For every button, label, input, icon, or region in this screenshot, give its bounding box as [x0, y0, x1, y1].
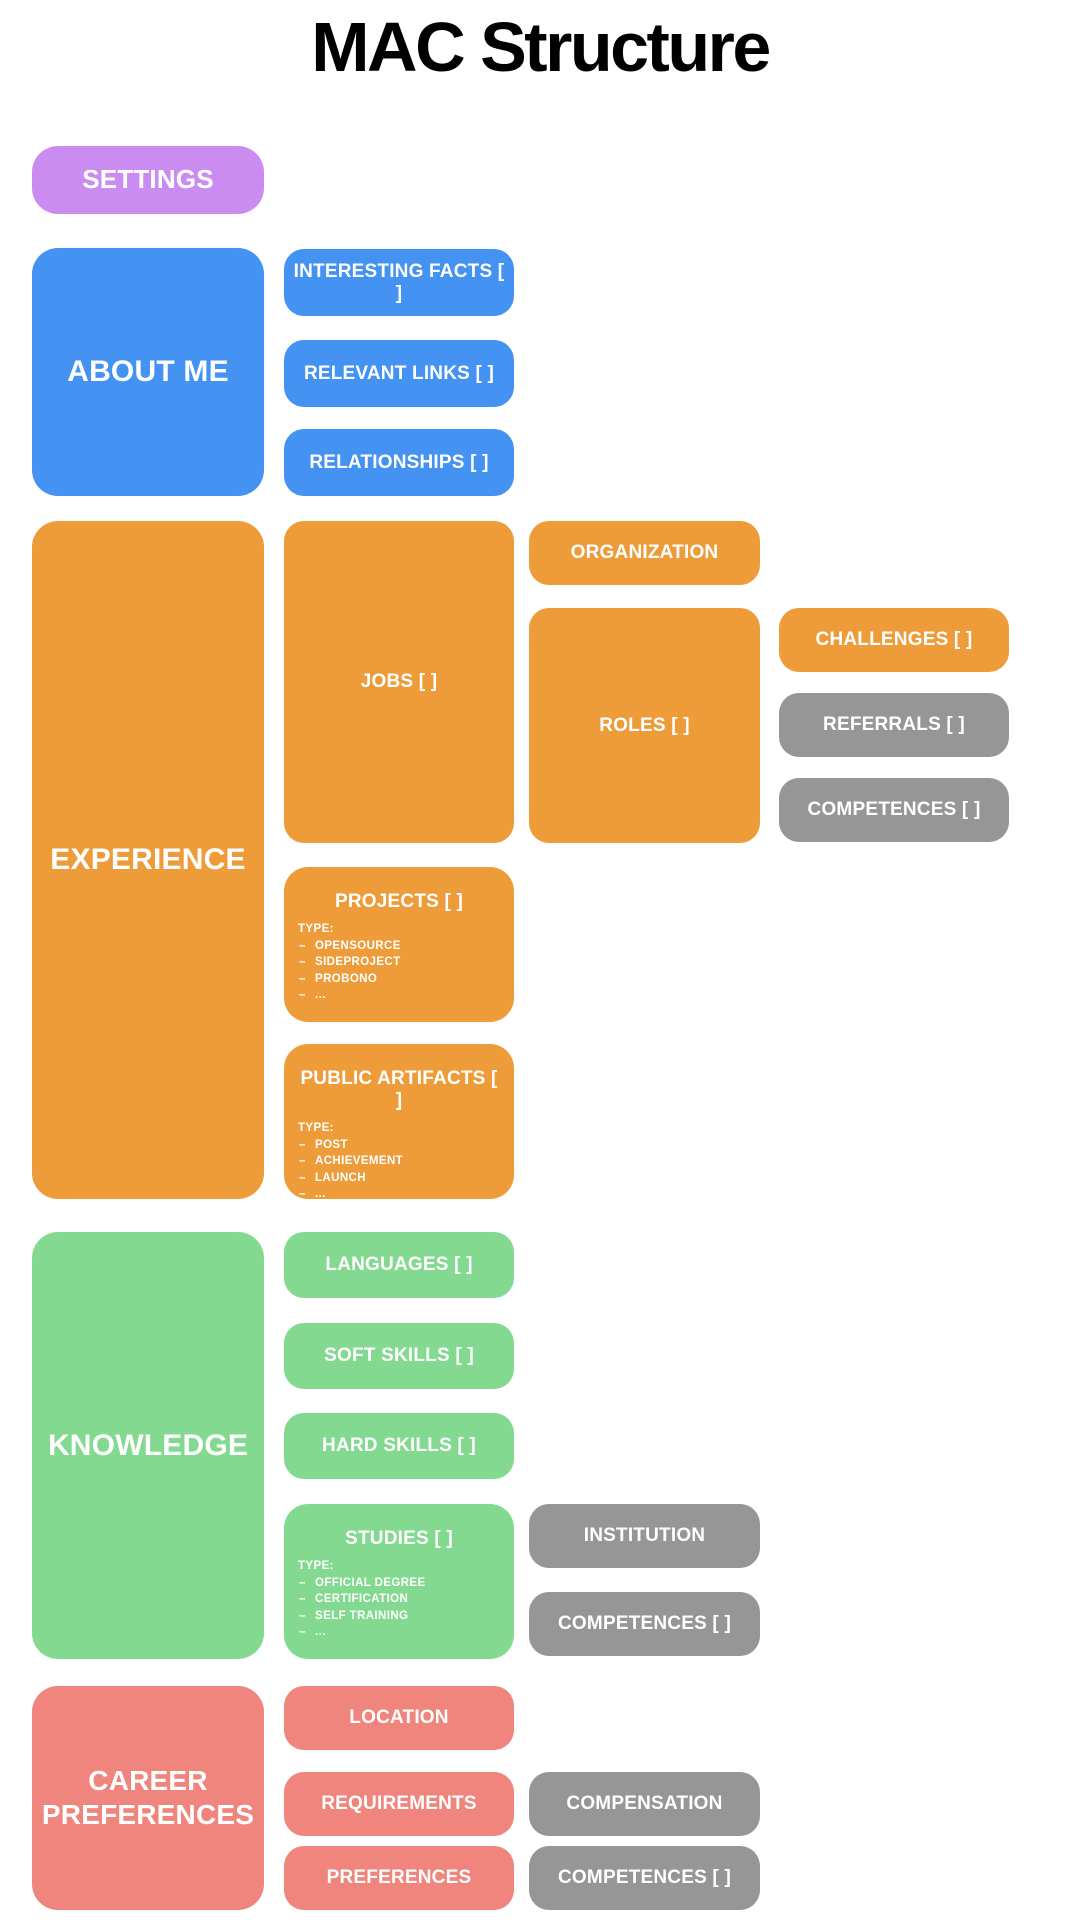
- preferences-block: PREFERENCES: [284, 1846, 514, 1910]
- studies-label: STUDIES [ ]: [345, 1528, 453, 1549]
- interesting-facts-block: INTERESTING FACTS [ ]: [284, 249, 514, 316]
- jobs-block: JOBS [ ]: [284, 521, 514, 843]
- projects-block: PROJECTS [ ] TYPE: OPENSOURCE SIDEPROJEC…: [284, 867, 514, 1022]
- public-artifacts-block: PUBLIC ARTIFACTS [ ] TYPE: POST ACHIEVEM…: [284, 1044, 514, 1203]
- competences-requirements-block: COMPETENCES [ ]: [529, 1846, 760, 1910]
- hard-skills-label: HARD SKILLS [ ]: [322, 1435, 476, 1456]
- languages-label: LANGUAGES [ ]: [325, 1254, 473, 1275]
- competences-roles-block: COMPETENCES [ ]: [779, 778, 1009, 842]
- relationships-label: RELATIONSHIPS [ ]: [309, 451, 489, 473]
- studies-type-heading: TYPE:: [298, 1560, 334, 1572]
- jobs-label: JOBS [ ]: [360, 671, 438, 692]
- institution-label: INSTITUTION: [583, 1525, 706, 1546]
- studies-type-item: SELF TRAINING: [298, 1608, 500, 1625]
- settings-block: SETTINGS: [32, 146, 264, 214]
- languages-block: LANGUAGES [ ]: [284, 1232, 514, 1298]
- organization-block: ORGANIZATION: [529, 521, 760, 585]
- soft-skills-label: SOFT SKILLS [ ]: [324, 1345, 474, 1366]
- knowledge-label: KNOWLEDGE: [47, 1428, 249, 1462]
- projects-type-item: SIDEPROJECT: [298, 954, 500, 971]
- competences-roles-label: COMPETENCES [ ]: [807, 799, 981, 820]
- roles-block: ROLES [ ]: [529, 608, 760, 843]
- projects-type-heading: TYPE:: [298, 923, 334, 935]
- institution-block: INSTITUTION: [529, 1504, 760, 1568]
- requirements-label: REQUIREMENTS: [321, 1793, 477, 1814]
- referrals-block: REFERRALS [ ]: [779, 693, 1009, 757]
- public-artifacts-label: PUBLIC ARTIFACTS [ ]: [300, 1068, 498, 1111]
- studies-type-list: TYPE: OFFICIAL DEGREE CERTIFICATION SELF…: [298, 1560, 500, 1641]
- relevant-links-block: RELEVANT LINKS [ ]: [284, 340, 514, 407]
- projects-type-list: TYPE: OPENSOURCE SIDEPROJECT PROBONO ...: [298, 923, 500, 1004]
- preferences-label: PREFERENCES: [326, 1867, 472, 1888]
- page-title: MAC Structure: [311, 8, 771, 86]
- location-block: LOCATION: [284, 1686, 514, 1750]
- public-artifacts-type-item: ...: [298, 1186, 500, 1203]
- studies-type-item: OFFICIAL DEGREE: [298, 1575, 500, 1592]
- projects-type-item: OPENSOURCE: [298, 938, 500, 955]
- referrals-label: REFERRALS [ ]: [823, 714, 965, 735]
- public-artifacts-type-heading: TYPE:: [298, 1122, 334, 1134]
- projects-type-item: PROBONO: [298, 971, 500, 988]
- projects-type-item: ...: [298, 987, 500, 1004]
- challenges-label: CHALLENGES [ ]: [815, 629, 973, 650]
- public-artifacts-type-item: ACHIEVEMENT: [298, 1153, 500, 1170]
- challenges-block: CHALLENGES [ ]: [779, 608, 1009, 672]
- competences-studies-label: COMPETENCES [ ]: [558, 1613, 731, 1634]
- experience-block: EXPERIENCE: [32, 521, 264, 1199]
- relevant-links-label: RELEVANT LINKS [ ]: [303, 362, 495, 384]
- settings-label: SETTINGS: [82, 164, 214, 195]
- about-me-label: ABOUT ME: [67, 355, 229, 388]
- requirements-block: REQUIREMENTS: [284, 1772, 514, 1836]
- hard-skills-block: HARD SKILLS [ ]: [284, 1413, 514, 1479]
- experience-label: EXPERIENCE: [50, 843, 246, 876]
- public-artifacts-type-item: POST: [298, 1137, 500, 1154]
- competences-requirements-label: COMPETENCES [ ]: [558, 1867, 731, 1888]
- projects-label: PROJECTS [ ]: [334, 891, 464, 912]
- career-preferences-block: CAREER PREFERENCES: [32, 1686, 264, 1910]
- competences-studies-block: COMPETENCES [ ]: [529, 1592, 760, 1656]
- organization-label: ORGANIZATION: [570, 542, 719, 563]
- interesting-facts-label: INTERESTING FACTS [ ]: [293, 260, 505, 304]
- studies-type-item: CERTIFICATION: [298, 1591, 500, 1608]
- public-artifacts-type-item: LAUNCH: [298, 1170, 500, 1187]
- roles-label: ROLES [ ]: [599, 714, 690, 736]
- soft-skills-block: SOFT SKILLS [ ]: [284, 1323, 514, 1389]
- studies-type-item: ...: [298, 1624, 500, 1641]
- public-artifacts-type-list: TYPE: POST ACHIEVEMENT LAUNCH ...: [298, 1122, 500, 1203]
- studies-block: STUDIES [ ] TYPE: OFFICIAL DEGREE CERTIF…: [284, 1504, 514, 1659]
- location-label: LOCATION: [349, 1707, 449, 1728]
- compensation-label: COMPENSATION: [566, 1793, 723, 1814]
- career-preferences-label: CAREER PREFERENCES: [41, 1765, 255, 1830]
- knowledge-block: KNOWLEDGE: [32, 1232, 264, 1659]
- relationships-block: RELATIONSHIPS [ ]: [284, 429, 514, 496]
- compensation-block: COMPENSATION: [529, 1772, 760, 1836]
- about-me-block: ABOUT ME: [32, 248, 264, 496]
